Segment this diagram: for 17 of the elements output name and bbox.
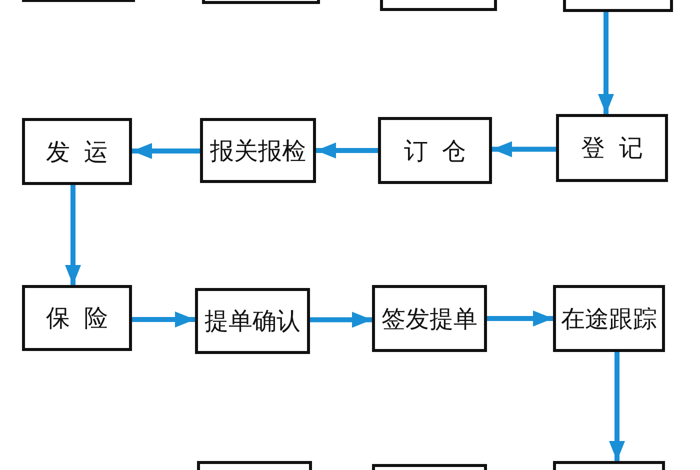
arrow: [598, 12, 614, 114]
process-box: 报关报检: [200, 118, 316, 183]
arrow: [487, 310, 553, 326]
process-box: 签发提单: [372, 285, 487, 352]
arrow: [65, 185, 81, 285]
arrow: [132, 143, 200, 159]
arrow: [609, 352, 625, 461]
process-box: 保险: [22, 285, 132, 351]
arrow: [132, 312, 195, 328]
process-box: 在途跟踪: [553, 285, 665, 352]
arrow: [310, 312, 372, 328]
process-box: 发运: [22, 118, 132, 185]
arrow: [316, 142, 378, 158]
process-box: 登记: [556, 114, 668, 182]
arrow: [492, 141, 556, 158]
process-box: 订仓: [378, 117, 492, 184]
process-box: 提单确认: [195, 288, 310, 354]
